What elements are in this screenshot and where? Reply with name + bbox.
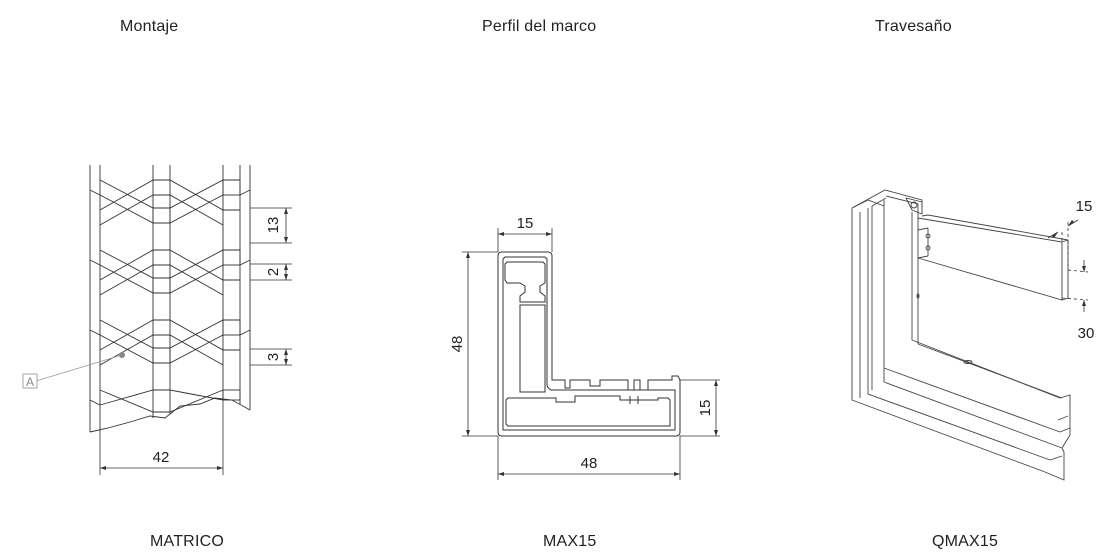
max15-profile (497, 251, 681, 437)
dim-13: 13 (265, 217, 282, 234)
callout-a: A (22, 352, 125, 389)
dim-height-30: 30 (1078, 325, 1095, 342)
panel-title-perfil: Perfil del marco (482, 18, 597, 35)
dim-foot-15: 15 (697, 400, 714, 417)
panel-caption-qmax15: QMAX15 (932, 533, 999, 550)
panel-caption-max15: MAX15 (543, 533, 597, 550)
matrico-mesh (89, 165, 251, 433)
callout-a-label: A (26, 375, 34, 389)
dim-width-48: 48 (581, 455, 598, 472)
matrico-dimensions (99, 207, 292, 475)
dim-height-48: 48 (449, 336, 466, 353)
max15-dimensions (462, 228, 720, 480)
dim-3: 3 (265, 353, 282, 361)
panel-caption-matrico: MATRICO (150, 533, 224, 550)
qmax15-drawing (851, 189, 1071, 481)
panel-title-montaje: Montaje (120, 18, 179, 35)
panel-title-travesano: Travesaño (875, 18, 952, 35)
dim-depth-15: 15 (1076, 198, 1093, 215)
dim-42: 42 (153, 449, 170, 466)
dim-top-15: 15 (517, 215, 534, 232)
dim-2: 2 (265, 268, 282, 276)
